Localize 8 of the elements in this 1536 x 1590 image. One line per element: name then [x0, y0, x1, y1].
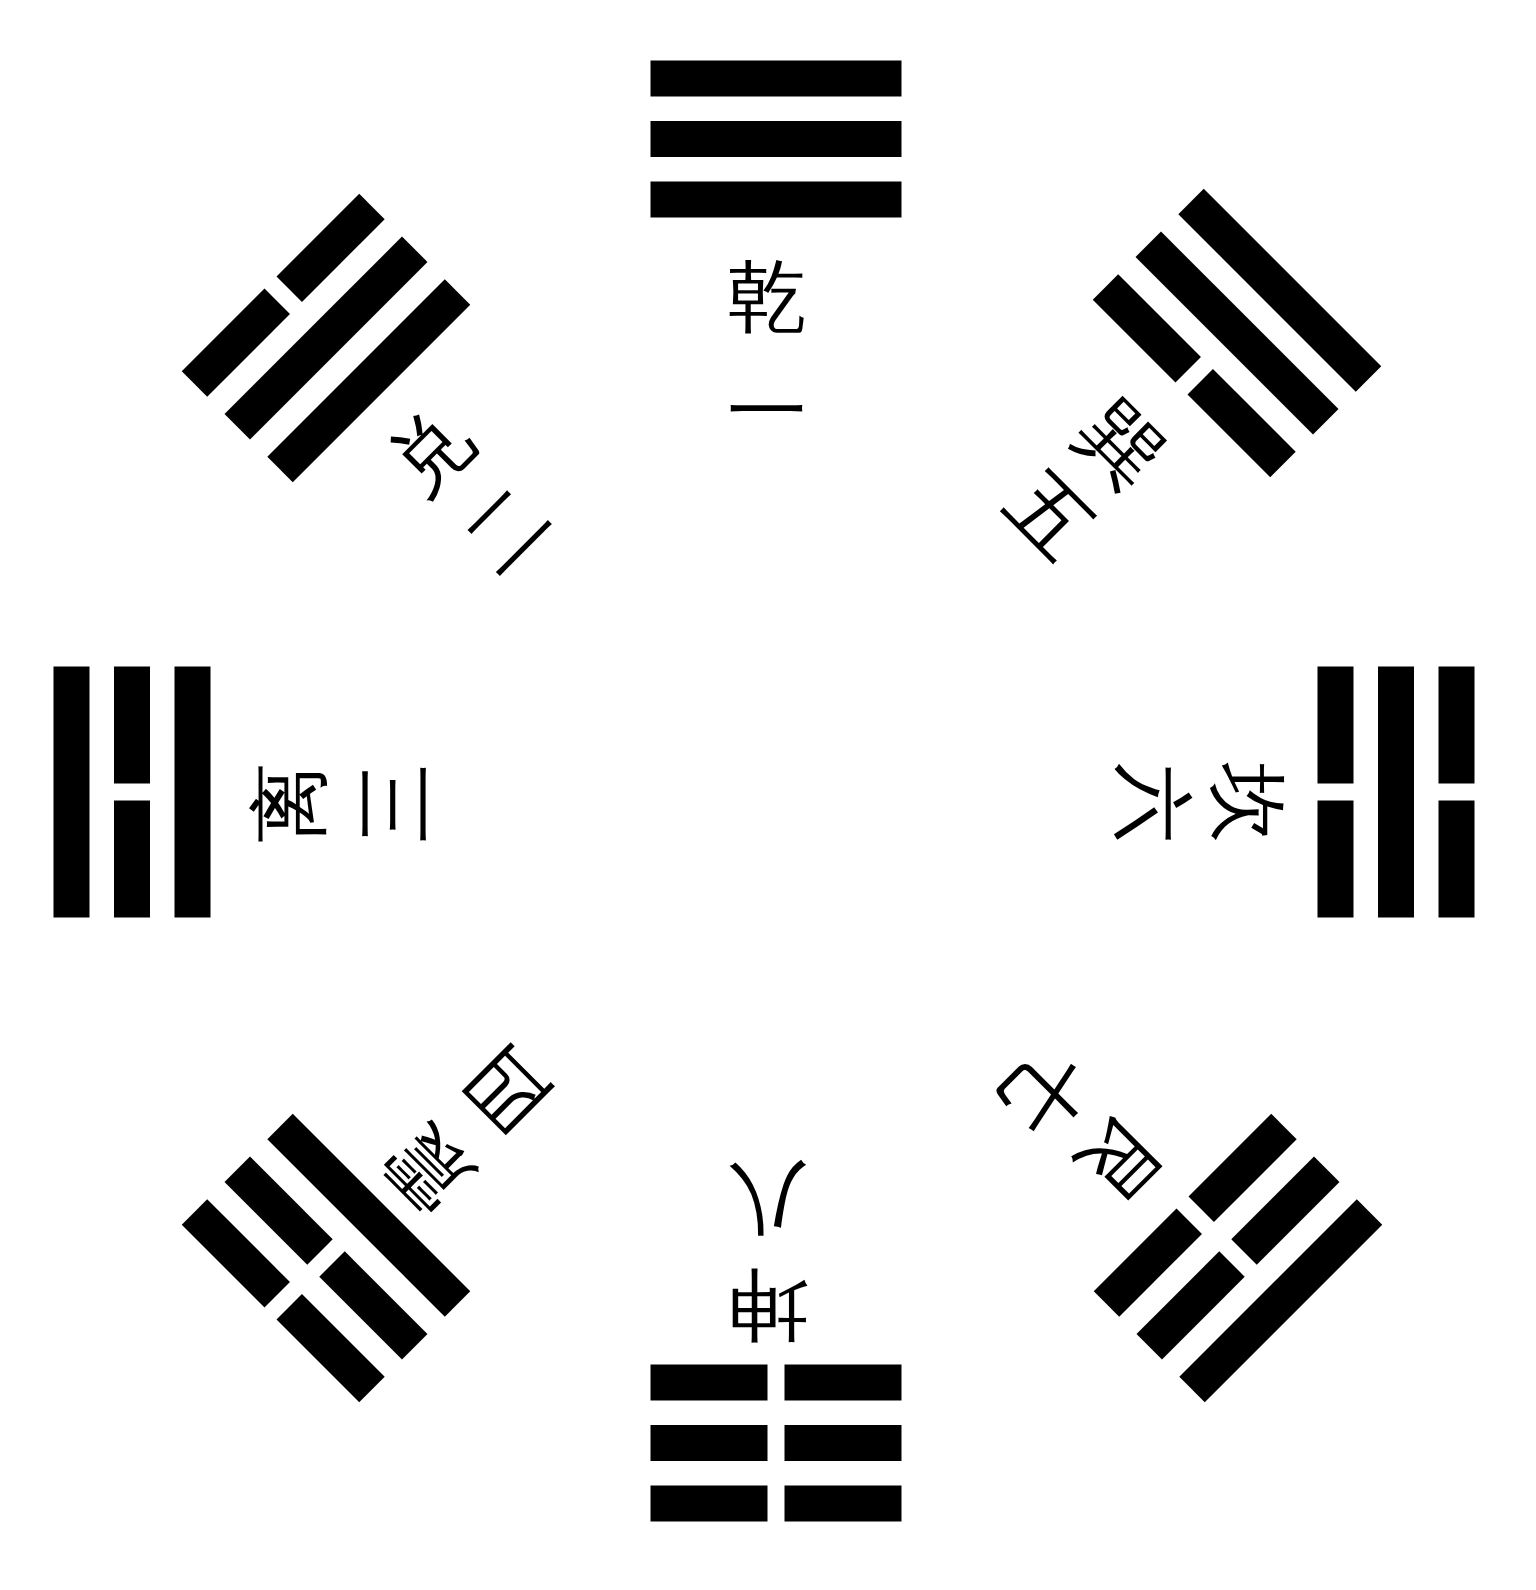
trigram-name: 乾一	[727, 249, 807, 460]
trigram-name: 坎六	[1105, 763, 1295, 843]
trigram-name: 艮七	[982, 1029, 1178, 1226]
trigram-name: 巽五	[987, 383, 1183, 580]
trigram-name: 离三	[242, 763, 442, 843]
trigram-name: 兑二	[367, 390, 569, 593]
trigram-name: 震四	[367, 1029, 570, 1233]
trigram-name: 坤八	[727, 1152, 807, 1354]
